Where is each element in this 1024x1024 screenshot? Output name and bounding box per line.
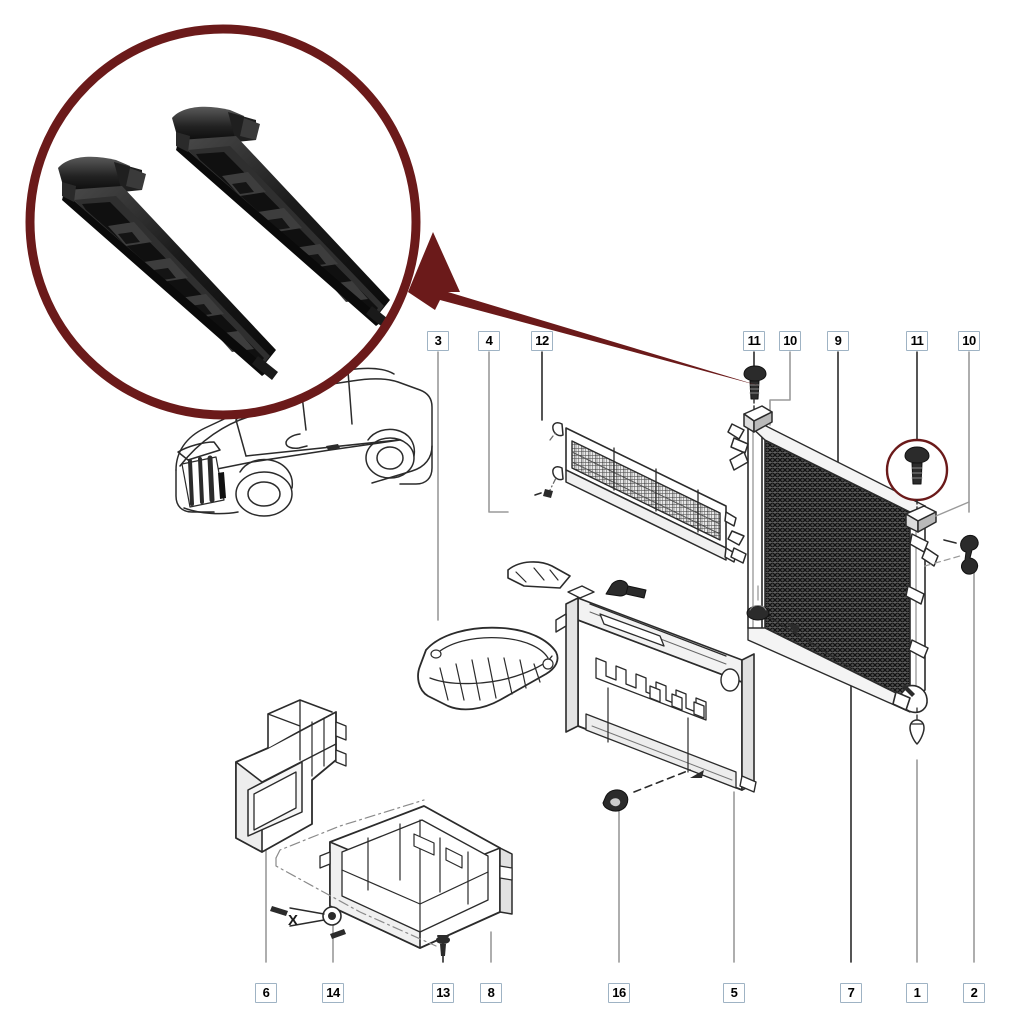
callout-14[interactable]: 14: [322, 983, 344, 1003]
part-screw-top: [743, 365, 773, 433]
part-bracket-right: [905, 505, 937, 533]
part-upper-air-deflector: [417, 626, 559, 711]
vehicle-outline: [175, 367, 433, 517]
callout-4[interactable]: 4: [478, 331, 500, 351]
x-marker-label: X: [288, 912, 299, 929]
callout-5[interactable]: 5: [723, 983, 745, 1003]
inset-photo-content: [30, 29, 416, 415]
callout-12[interactable]: 12: [531, 331, 553, 351]
x-marker-lines: [289, 907, 325, 927]
callout-7[interactable]: 7: [840, 983, 862, 1003]
callout-11-top-left[interactable]: 11: [743, 331, 765, 351]
callout-13[interactable]: 13: [432, 983, 454, 1003]
part-lower-air-duct-tray: [319, 805, 513, 949]
highlight-circle: [25, 24, 421, 420]
part-bolt: [436, 935, 450, 956]
guide-rail-lower: [58, 156, 278, 380]
part-retaining-clip: [602, 789, 629, 812]
part-left-air-duct: [235, 699, 347, 853]
part-radiator-lower-mount: [909, 719, 925, 745]
part-air-guide-panel: [507, 561, 571, 589]
guide-rail-upper: [172, 106, 392, 330]
part-grommet-bushing: [322, 906, 342, 926]
callout-1[interactable]: 1: [906, 983, 928, 1003]
callout-10-top-right[interactable]: 10: [958, 331, 980, 351]
callout-10-top-left[interactable]: 10: [779, 331, 801, 351]
callout-3[interactable]: 3: [427, 331, 449, 351]
callout-11-top-right[interactable]: 11: [906, 331, 928, 351]
callout-8[interactable]: 8: [480, 983, 502, 1003]
callout-2[interactable]: 2: [963, 983, 985, 1003]
leader-lines: [265, 351, 975, 963]
part-fan-shroud: [555, 579, 757, 793]
part-drain-plug: [746, 605, 770, 621]
callout-6[interactable]: 6: [255, 983, 277, 1003]
highlight-arrow: [408, 232, 760, 386]
callout-16[interactable]: 16: [608, 983, 630, 1003]
part-side-clip: [960, 534, 979, 575]
callout-9[interactable]: 9: [827, 331, 849, 351]
part-condenser: [534, 422, 737, 563]
part-radiator: [727, 413, 939, 714]
screw-detail-circle: [885, 438, 949, 502]
